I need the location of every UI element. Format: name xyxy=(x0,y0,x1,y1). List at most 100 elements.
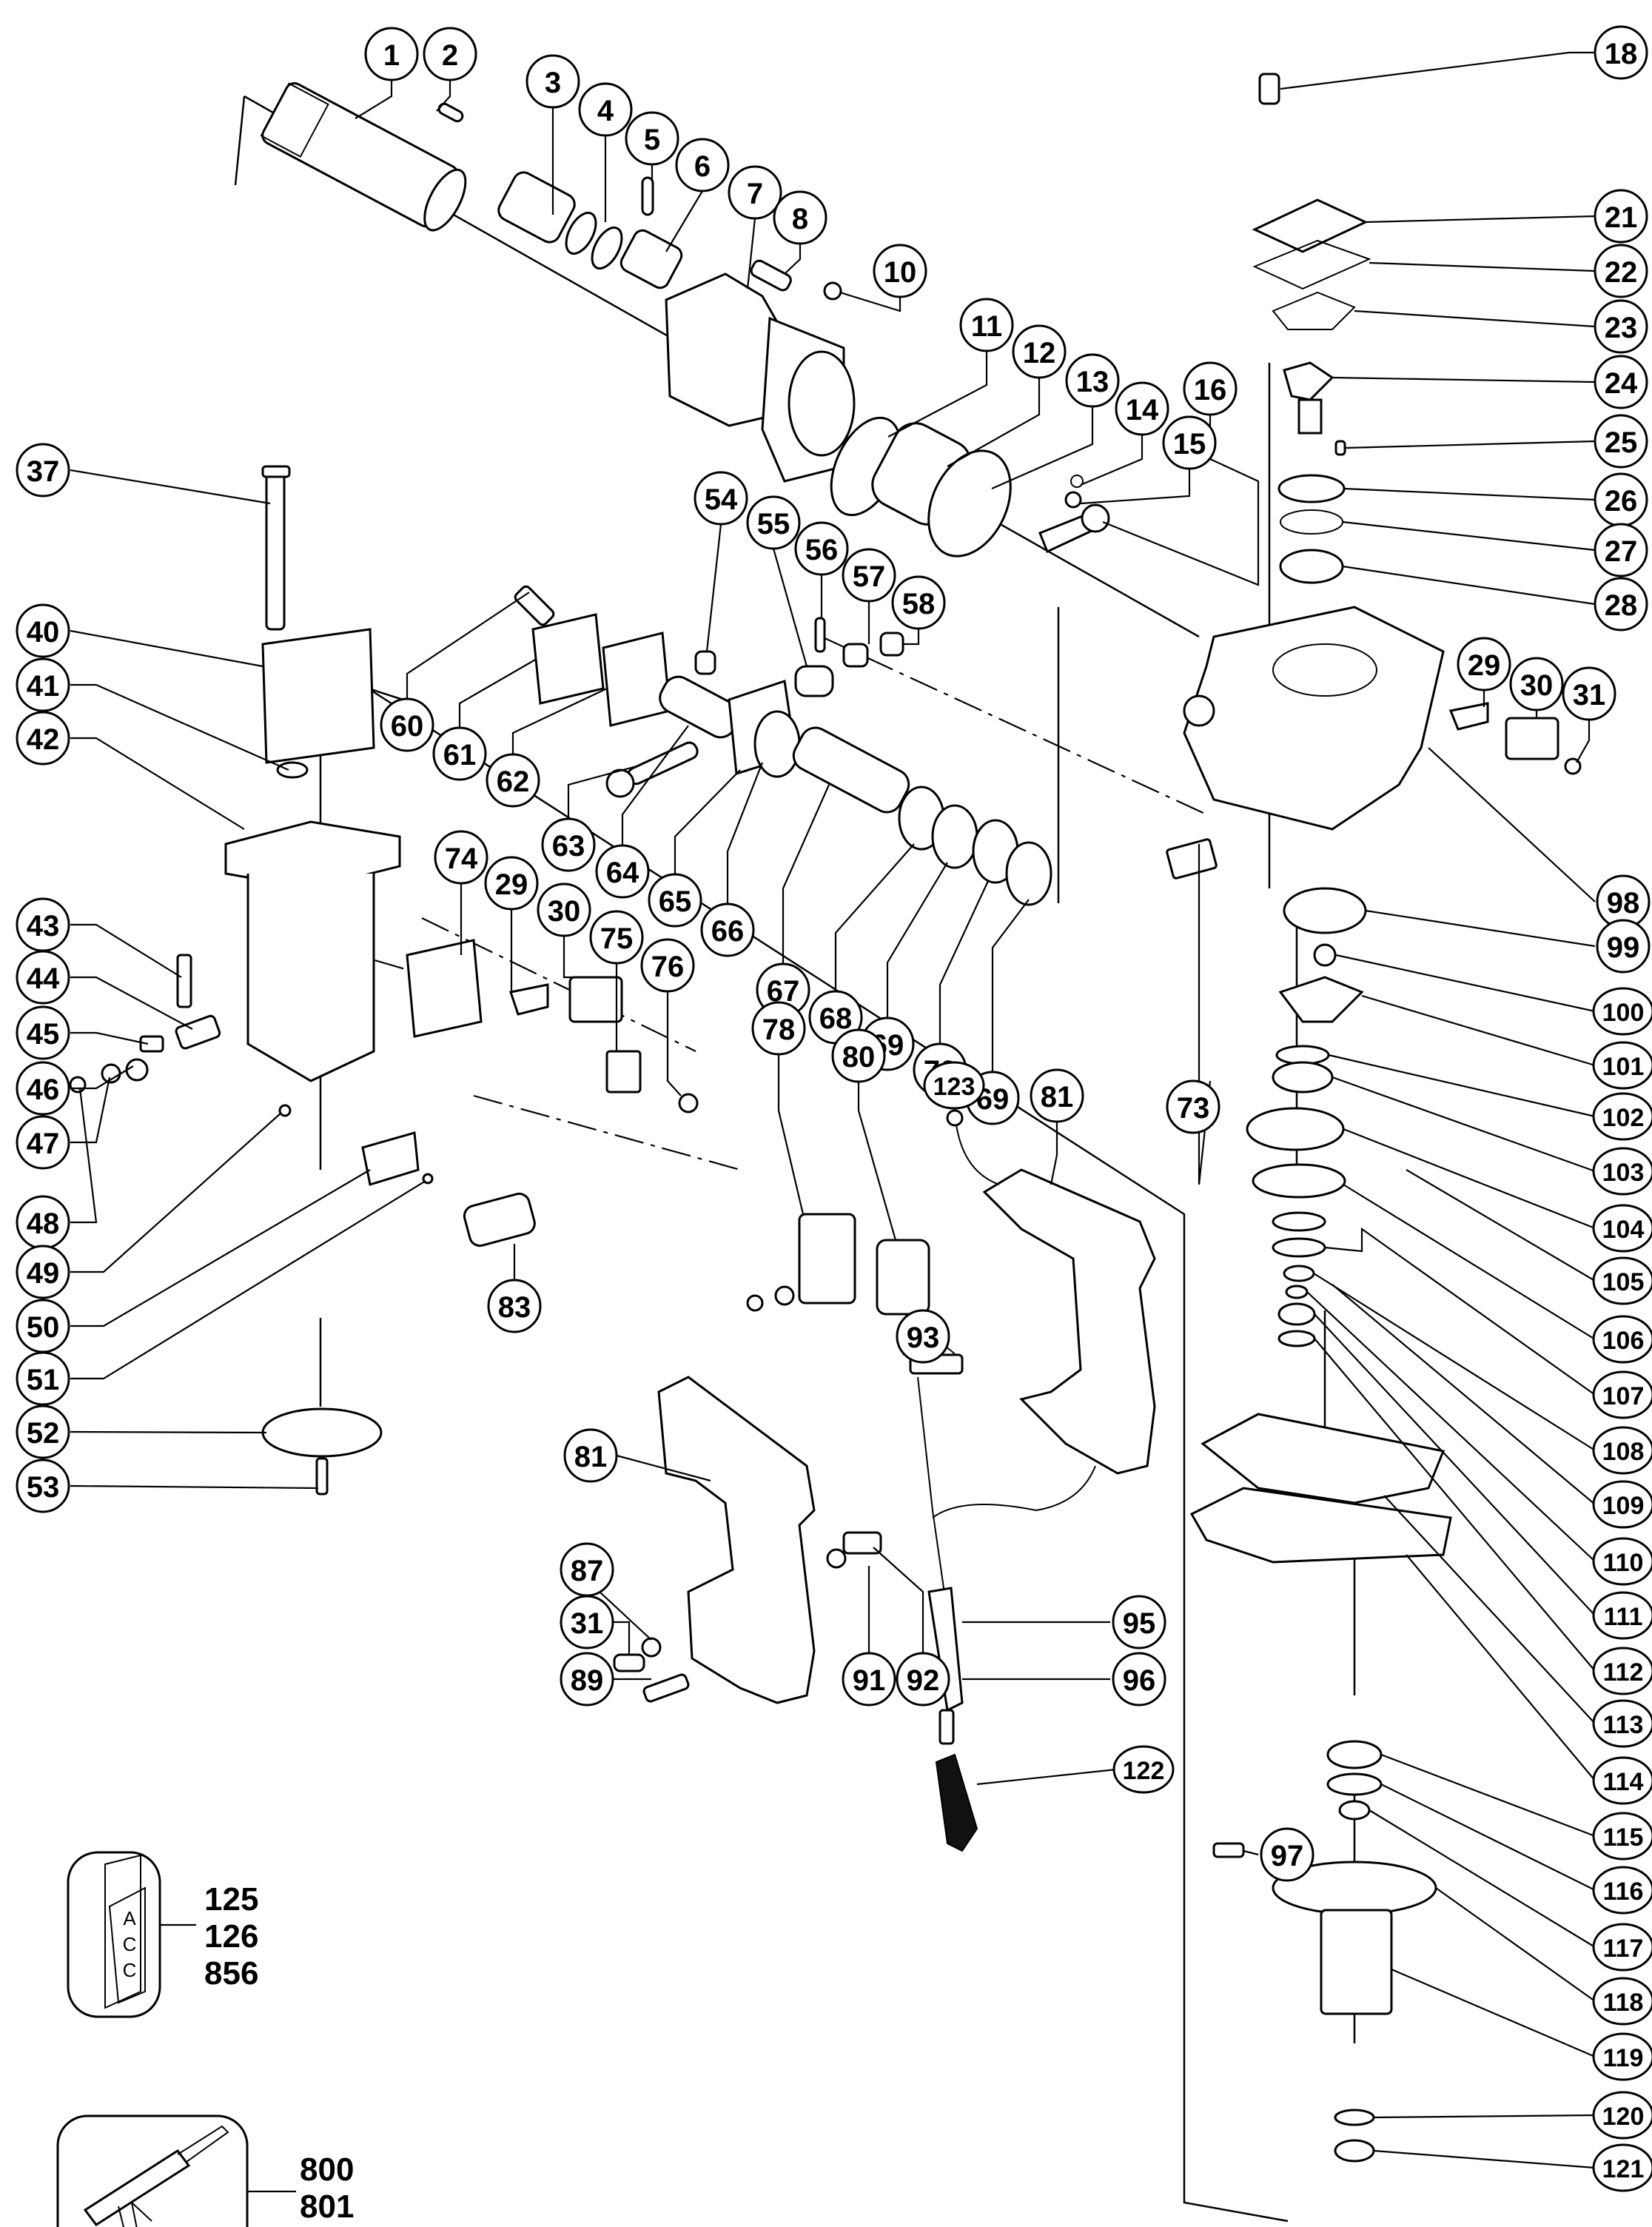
callout-circle xyxy=(423,27,477,81)
part-screw-78 xyxy=(746,1294,764,1312)
callout-circle xyxy=(923,1061,985,1110)
callout-circle xyxy=(1592,1977,1652,2026)
callout-circle xyxy=(434,830,488,885)
callout-circle xyxy=(537,883,591,937)
callout-circle xyxy=(1592,1866,1652,1915)
part-gear-13 xyxy=(927,449,1012,557)
part-ring-4a xyxy=(565,211,597,255)
part-screw-89 xyxy=(642,1673,690,1703)
part-screw-31b xyxy=(613,1653,645,1672)
callout-68: 68 xyxy=(808,990,863,1045)
callout-number: 62 xyxy=(497,766,530,798)
callout-circle xyxy=(1112,1595,1166,1650)
callout-circle xyxy=(487,1279,542,1333)
callout-number: 87 xyxy=(571,1555,604,1587)
callout-number: 68 xyxy=(819,1002,853,1035)
callout-45: 45 xyxy=(16,1005,70,1060)
callout-73: 73 xyxy=(1166,1079,1220,1134)
part-plug-58 xyxy=(879,632,904,657)
callout-65: 65 xyxy=(648,873,702,928)
callout-101: 101 xyxy=(1592,1041,1652,1090)
callout-circle xyxy=(1594,355,1648,409)
part-bearing-110 xyxy=(1277,1302,1316,1326)
callout-41: 41 xyxy=(16,657,70,712)
part-brush-holder-30b xyxy=(568,976,623,1023)
callout-number: 57 xyxy=(853,560,886,593)
callout-10: 10 xyxy=(873,244,927,298)
part-plate-61 xyxy=(531,613,605,705)
part-damper-54 xyxy=(694,650,716,675)
callout-8: 8 xyxy=(773,190,827,245)
part-screw-18 xyxy=(1258,73,1280,105)
callout-number: 7 xyxy=(747,178,763,210)
callout-100: 100 xyxy=(1592,987,1652,1036)
callout-circle xyxy=(694,471,748,526)
leader-lines xyxy=(70,51,1596,2169)
callout-number: 56 xyxy=(805,534,839,566)
callout-117: 117 xyxy=(1592,1923,1652,1972)
inset-grease-gun: 800 801 xyxy=(56,2114,354,2227)
part-screw-76 xyxy=(678,1093,699,1114)
callout-number: 95 xyxy=(1123,1607,1156,1640)
callout-103: 103 xyxy=(1592,1147,1652,1196)
part-screw-48 xyxy=(69,1076,87,1094)
part-brush-75 xyxy=(605,1050,642,1094)
callout-number: 96 xyxy=(1123,1664,1156,1697)
callout-74: 74 xyxy=(434,830,488,885)
callout-circle xyxy=(16,657,70,712)
part-brush-holder-30 xyxy=(1505,717,1559,760)
part-washer-10 xyxy=(823,281,842,301)
part-washer-120 xyxy=(1334,2109,1375,2126)
callout-circle xyxy=(16,950,70,1005)
callout-circle xyxy=(1592,1812,1652,1861)
callout-number: 2 xyxy=(442,39,458,72)
part-ring-107 xyxy=(1283,1265,1315,1282)
callout-circle xyxy=(625,111,679,166)
callout-number: 18 xyxy=(1605,38,1638,70)
callout-circle xyxy=(16,1245,70,1299)
callout-50: 50 xyxy=(16,1299,70,1353)
part-field-40 xyxy=(261,628,375,764)
callout-circle xyxy=(1162,415,1217,470)
callout-circle xyxy=(16,1404,70,1459)
callout-circle xyxy=(1592,1204,1652,1253)
callout-number: 46 xyxy=(27,1074,60,1106)
callout-number: 109 xyxy=(1602,1492,1645,1520)
callout-number: 123 xyxy=(933,1073,976,1101)
inset-label-126: 126 xyxy=(204,1918,258,1955)
callout-number: 3 xyxy=(545,67,561,99)
callout-number: 50 xyxy=(27,1311,60,1344)
callout-47: 47 xyxy=(16,1115,70,1170)
inset-plate-letter-1: A xyxy=(123,1907,136,1929)
callout-circle xyxy=(1115,381,1169,436)
callout-number: 74 xyxy=(445,843,478,875)
callout-number: 1 xyxy=(383,39,400,72)
callout-circle xyxy=(1592,1756,1652,1805)
callout-number: 107 xyxy=(1602,1382,1645,1410)
callout-circle xyxy=(1594,299,1648,354)
part-flange-bore xyxy=(788,350,856,457)
callout-12: 12 xyxy=(1012,324,1067,379)
part-ground-ring-123 xyxy=(946,1109,964,1127)
callout-circle xyxy=(1592,1699,1652,1748)
part-plate-29b xyxy=(509,983,549,1016)
part-switch-78 xyxy=(798,1213,856,1305)
part-ring-69a xyxy=(931,804,978,869)
callout-number: 11 xyxy=(971,310,1002,343)
part-gasket-113 xyxy=(1201,1413,1446,1504)
callout-29: 29 xyxy=(1457,637,1511,691)
callout-26: 26 xyxy=(1594,472,1648,527)
callout-circle xyxy=(1112,1652,1166,1707)
callout-99: 99 xyxy=(1596,919,1651,974)
callout-circle xyxy=(1592,1256,1652,1305)
callout-62: 62 xyxy=(486,753,540,808)
callout-number: 15 xyxy=(1173,428,1206,461)
callout-11: 11 xyxy=(959,298,1014,352)
callout-95: 95 xyxy=(1112,1595,1166,1650)
callout-14: 14 xyxy=(1115,381,1169,436)
callout-1: 1 xyxy=(364,27,419,81)
callout-112: 112 xyxy=(1592,1647,1652,1695)
callout-number: 64 xyxy=(606,857,639,889)
callout-number: 110 xyxy=(1603,1549,1644,1577)
